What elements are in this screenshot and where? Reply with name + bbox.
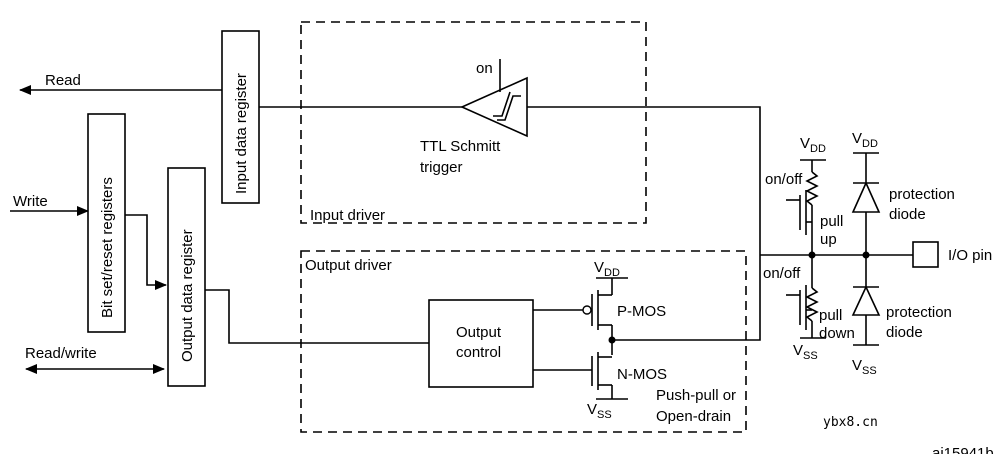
write-signal: Write bbox=[10, 193, 89, 216]
output-control-block: Output control bbox=[428, 299, 534, 388]
output-control-line1: Output bbox=[456, 324, 502, 341]
bit-set-reset-registers: Bit set/reset registers bbox=[87, 113, 126, 333]
diode-bottom-label-1: protection bbox=[886, 304, 952, 321]
diode-top-label-1: protection bbox=[889, 186, 955, 203]
nmos-label: N-MOS bbox=[617, 366, 667, 383]
pmos-vdd: VDD bbox=[594, 259, 620, 279]
protection-diode-top bbox=[851, 152, 881, 255]
schmitt-on-label: on bbox=[476, 60, 493, 77]
pmos-label: P-MOS bbox=[617, 303, 666, 320]
diode-top-vdd: VDD bbox=[852, 130, 878, 150]
input-driver-title: Input driver bbox=[310, 207, 385, 224]
diode-bottom-vss: VSS bbox=[852, 357, 877, 377]
protection-diode-bottom bbox=[851, 255, 881, 346]
pull-up-label-1: pull bbox=[820, 213, 843, 230]
odr-to-output-control-wire bbox=[205, 289, 429, 344]
read-write-label: Read/write bbox=[25, 345, 97, 362]
read-label: Read bbox=[45, 72, 81, 89]
pull-up-on-off: on/off bbox=[765, 171, 803, 188]
output-driver-title: Output driver bbox=[305, 257, 392, 274]
pull-up-resistor bbox=[786, 159, 826, 255]
input-data-register: Input data register bbox=[221, 30, 260, 204]
output-control-line2: control bbox=[456, 344, 501, 361]
watermark-site: ybx8.cn bbox=[823, 415, 878, 430]
output-data-register-label: Output data register bbox=[179, 229, 196, 362]
input-driver-frame bbox=[300, 21, 647, 224]
read-write-signal: Read/write bbox=[25, 345, 165, 374]
nmos-vss: VSS bbox=[587, 401, 612, 421]
pull-down-label-2: down bbox=[819, 325, 855, 342]
pull-up-vdd: VDD bbox=[800, 135, 826, 155]
schmitt-label-line2: trigger bbox=[420, 159, 463, 176]
schmitt-label-line1: TTL Schmitt bbox=[420, 138, 501, 155]
p-mos-transistor bbox=[533, 277, 628, 355]
output-path-wire bbox=[612, 255, 761, 341]
pull-down-vss: VSS bbox=[793, 342, 818, 362]
io-pin-label: I/O pin bbox=[948, 247, 992, 264]
ttl-schmitt-trigger bbox=[460, 59, 528, 138]
n-mos-transistor bbox=[533, 352, 628, 400]
io-to-trigger-wire bbox=[527, 106, 761, 255]
read-signal: Read bbox=[19, 72, 222, 95]
bsrr-to-odr-wire bbox=[125, 214, 167, 290]
pull-down-on-off: on/off bbox=[763, 265, 801, 282]
diode-bottom-label-2: diode bbox=[886, 324, 923, 341]
input-data-register-label: Input data register bbox=[233, 73, 250, 194]
pull-down-resistor bbox=[786, 255, 826, 339]
output-driver-frame bbox=[300, 250, 747, 433]
figure-code: ai15941b bbox=[932, 445, 994, 454]
mode-label-line2: Open-drain bbox=[656, 408, 731, 425]
write-label: Write bbox=[13, 193, 48, 210]
bit-set-reset-registers-label: Bit set/reset registers bbox=[99, 177, 116, 318]
pull-up-label-2: up bbox=[820, 231, 837, 248]
diode-top-label-2: diode bbox=[889, 206, 926, 223]
output-data-register: Output data register bbox=[167, 167, 206, 387]
io-pin bbox=[912, 241, 939, 268]
mode-label-line1: Push-pull or bbox=[656, 387, 736, 404]
pull-down-label-1: pull bbox=[819, 307, 842, 324]
